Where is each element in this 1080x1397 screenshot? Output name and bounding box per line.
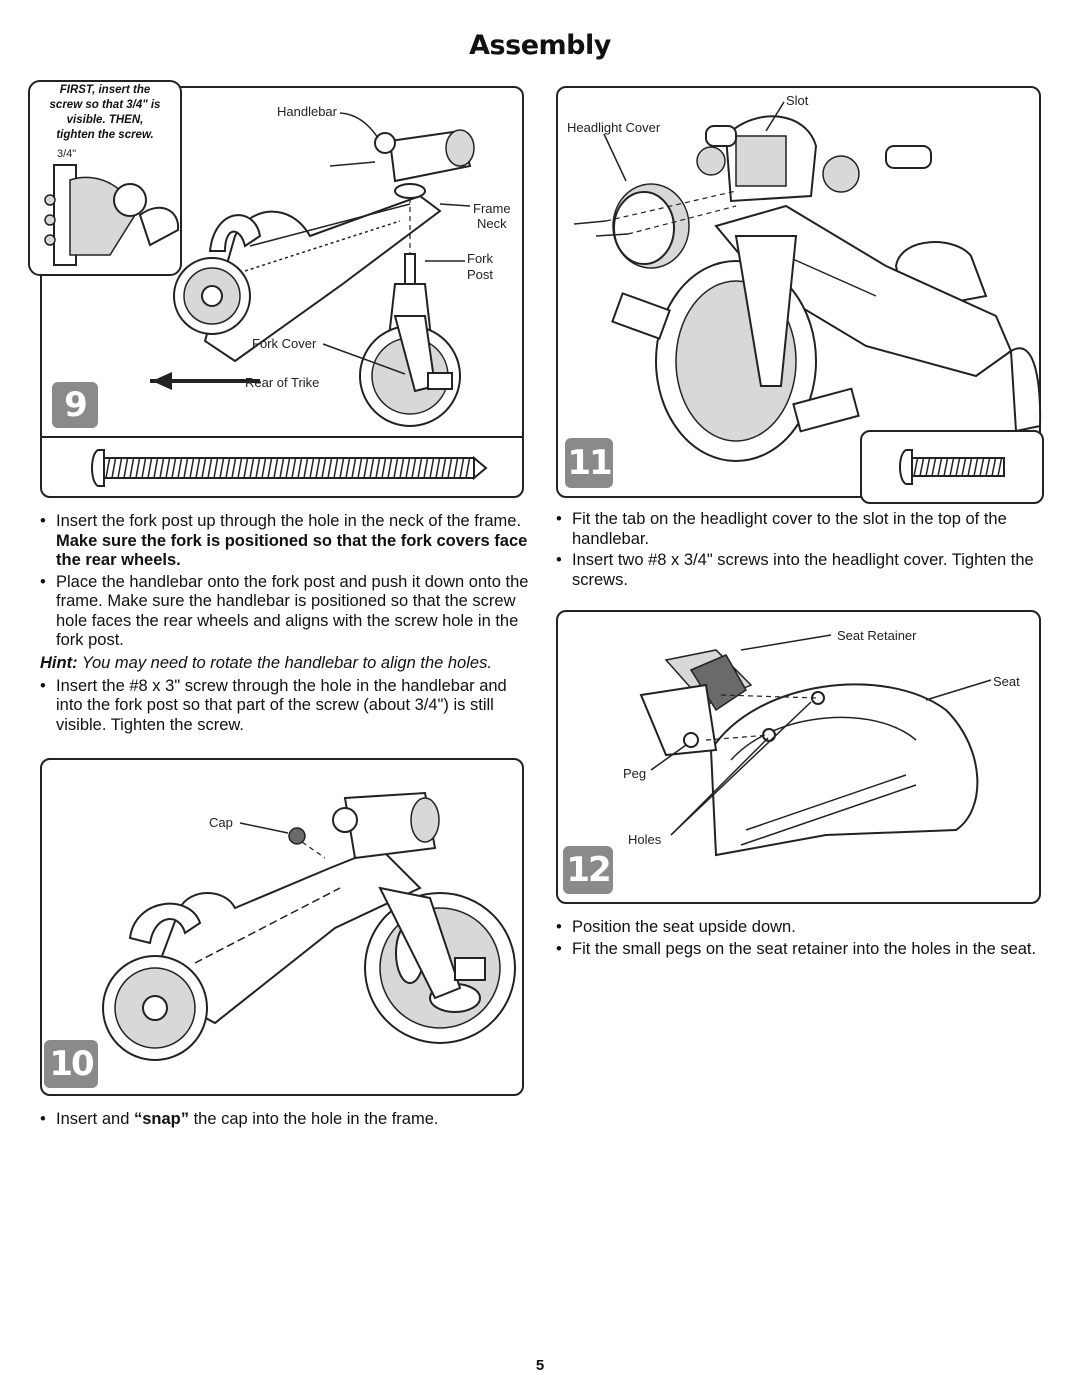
step-9-badge: 9 <box>52 382 98 428</box>
step-9-bullet-1: • Insert the fork post up through the ho… <box>40 512 530 571</box>
bullet-dot: • <box>40 572 46 591</box>
label-seat: Seat <box>993 674 1020 689</box>
inset-instructions: FIRST, insert the screw so that 3/4" is … <box>30 83 180 143</box>
bullet-dot: • <box>40 676 46 695</box>
label-rear-of-trike: Rear of Trike <box>245 375 320 390</box>
step-12-bullet-1-text: Position the seat upside down. <box>572 918 796 936</box>
step-10-bullet-pre: Insert and <box>56 1110 134 1128</box>
inset-line-3: visible. THEN, <box>66 114 144 126</box>
step-12-badge: 12 <box>563 846 613 894</box>
page-title: Assembly <box>469 30 611 61</box>
step-11-bullet-2: • Insert two #8 x 3/4" screws into the h… <box>556 551 1046 590</box>
step-11-bullet-1: • Fit the tab on the headlight cover to … <box>556 510 1046 549</box>
step-9-bullet-1-text: Insert the fork post up through the hole… <box>56 512 522 530</box>
step-10-text: • Insert and “snap” the cap into the hol… <box>40 1110 530 1132</box>
step-9-text: • Insert the fork post up through the ho… <box>40 512 530 737</box>
step-9-bullet-3: • Insert the #8 x 3" screw through the h… <box>40 677 530 736</box>
inset-illustration <box>44 164 180 266</box>
label-frame-neck-2: Neck <box>477 216 507 231</box>
inset-line-1: FIRST, insert the <box>59 84 151 96</box>
step-10-badge: 10 <box>44 1040 98 1088</box>
step-12-text: • Position the seat upside down. • Fit t… <box>556 918 1046 961</box>
step-12-bullet-2-text: Fit the small pegs on the seat retainer … <box>572 939 1037 958</box>
step-11-bullet-2-text: Insert two #8 x 3/4" screws into the hea… <box>572 551 1034 589</box>
label-headlight-cover: Headlight Cover <box>567 120 661 135</box>
step-9-bullet-3-text: Insert the #8 x 3" screw through the hol… <box>56 676 507 734</box>
step-12-bullet-2: • Fit the small pegs on the seat retaine… <box>556 940 1046 960</box>
label-handlebar: Handlebar <box>277 104 337 119</box>
step-12-illustration <box>639 634 992 857</box>
label-fork-post-1: Fork <box>467 251 493 266</box>
page-number: 5 <box>535 1357 545 1374</box>
bullet-dot: • <box>556 918 562 936</box>
step-10-bullet-1: • Insert and “snap” the cap into the hol… <box>40 1110 530 1130</box>
bullet-dot: • <box>40 512 46 530</box>
step-11-illustration <box>573 101 1042 462</box>
label-fork-cover: Fork Cover <box>252 336 317 351</box>
label-fork-post-2: Post <box>467 267 494 282</box>
hint-text: You may need to rotate the handlebar to … <box>77 653 492 672</box>
label-frame-neck-1: Frame <box>473 201 511 216</box>
label-peg: Peg <box>623 766 647 781</box>
bullet-dot: • <box>556 551 562 569</box>
step-12-bullet-1: • Position the seat upside down. <box>556 918 1046 938</box>
inset-line-4: tighten the screw. <box>56 129 154 141</box>
bullet-dot: • <box>556 939 562 958</box>
step-9-bullet-1-bold: Make sure the fork is positioned so that… <box>56 531 528 570</box>
step-9-hint: Hint: You may need to rotate the handleb… <box>40 653 530 673</box>
inset-line-2: screw so that 3/4" is <box>49 99 161 111</box>
bullet-dot: • <box>40 1110 46 1128</box>
label-holes: Holes <box>628 832 662 847</box>
step-9-divider <box>41 436 523 438</box>
hint-label: Hint: <box>40 653 78 672</box>
step-10-illustration <box>102 791 516 1061</box>
step-10-bullet-post: the cap into the hole in the frame. <box>188 1110 439 1128</box>
step-9-bullet-2-text: Place the handlebar onto the fork post a… <box>56 572 529 650</box>
label-slot: Slot <box>786 93 809 108</box>
long-screw-icon <box>91 449 488 487</box>
bullet-dot: • <box>556 510 562 528</box>
step-9-illustration <box>150 112 475 427</box>
inset-measure: 3/4" <box>57 148 77 160</box>
short-screw-icon <box>899 449 1005 485</box>
step-11-text: • Fit the tab on the headlight cover to … <box>556 510 1046 592</box>
step-9-bullet-2: • Place the handlebar onto the fork post… <box>40 573 530 651</box>
step-11-bullet-1-text: Fit the tab on the headlight cover to th… <box>572 510 1007 548</box>
step-10-bullet-bold: “snap” <box>133 1110 189 1128</box>
label-seat-retainer: Seat Retainer <box>837 628 917 643</box>
step-11-badge: 11 <box>565 438 613 488</box>
label-cap: Cap <box>209 815 233 830</box>
